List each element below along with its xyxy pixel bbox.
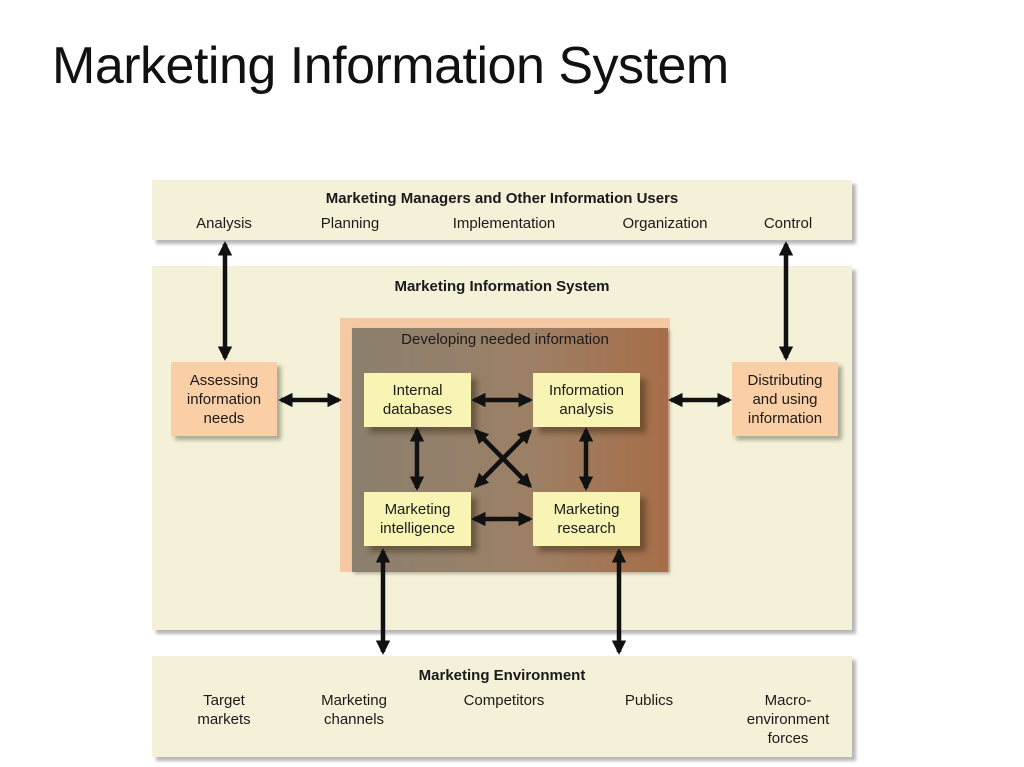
marketing-intelligence-box: Marketing intelligence: [364, 492, 471, 546]
env-item-competitors: Competitors: [463, 692, 545, 709]
slide-title: Marketing Information System: [52, 37, 729, 95]
environment-panel-title: Marketing Environment: [418, 667, 586, 684]
users-panel-title: Marketing Managers and Other Information…: [325, 190, 679, 207]
env-item-marketing-channels: Marketing channels: [321, 692, 387, 728]
assessing-needs-box: Assessing information needs: [171, 362, 277, 436]
internal-databases-box: Internal databases: [364, 373, 471, 427]
information-analysis-box: Information analysis: [533, 373, 640, 427]
users-item-organization: Organization: [622, 215, 708, 232]
env-item-target-markets: Target markets: [197, 692, 251, 728]
env-item-publics: Publics: [624, 692, 674, 709]
users-panel: Marketing Managers and Other Information…: [152, 180, 852, 240]
mis-panel-title: Marketing Information System: [394, 278, 610, 295]
users-item-control: Control: [763, 215, 813, 232]
developing-info-title: Developing needed information: [401, 331, 609, 348]
marketing-research-box: Marketing research: [533, 492, 640, 546]
distributing-info-box: Distributing and using information: [732, 362, 838, 436]
env-item-macro-environment-forces: Macro- environment forces: [746, 692, 830, 747]
environment-panel: Marketing Environment Target markets Mar…: [152, 656, 852, 757]
users-item-planning: Planning: [320, 215, 380, 232]
users-item-analysis: Analysis: [196, 215, 252, 232]
users-item-implementation: Implementation: [452, 215, 556, 232]
